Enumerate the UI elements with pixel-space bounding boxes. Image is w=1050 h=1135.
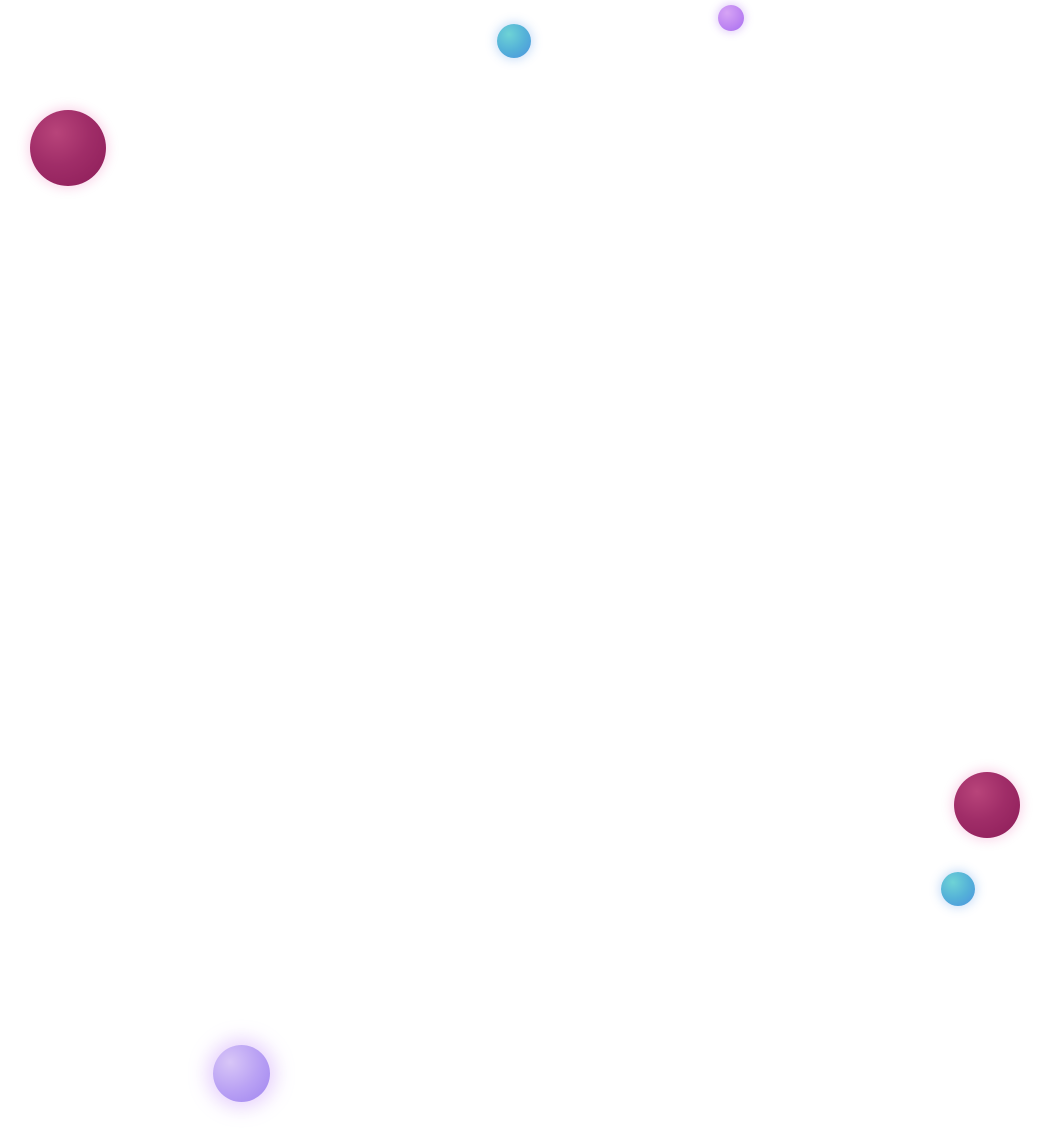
violet-bubble-small: [718, 5, 744, 31]
magenta-bubble-right: [954, 772, 1020, 838]
lavender-bubble-bottom: [213, 1045, 270, 1102]
teal-bubble-right: [941, 872, 975, 906]
teal-bubble-top: [497, 24, 531, 58]
magenta-bubble-large: [30, 110, 106, 186]
